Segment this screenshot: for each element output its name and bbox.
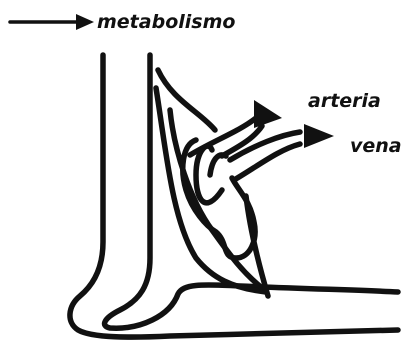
metabolismo-arrow	[10, 14, 94, 30]
arteria-label: arteria	[308, 90, 381, 112]
metabolismo-label: metabolismo	[97, 11, 235, 33]
arteria-arrowhead	[254, 100, 282, 128]
vena-arrowhead	[304, 124, 334, 148]
arteria-vessel	[190, 100, 282, 156]
vena-label: vena	[350, 135, 401, 157]
inner-vessel	[156, 70, 266, 292]
